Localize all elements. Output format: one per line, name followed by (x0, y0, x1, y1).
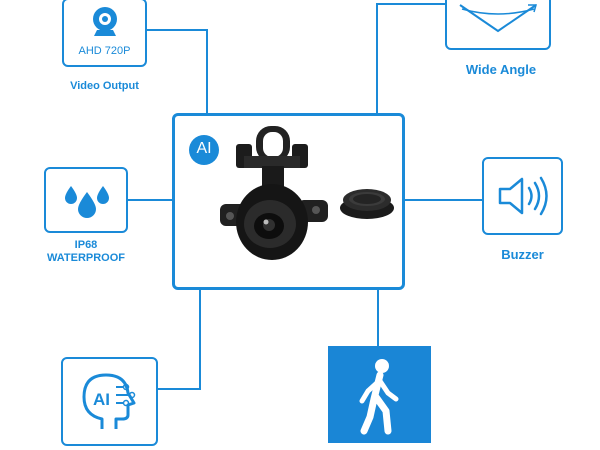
waterproof-box (44, 167, 128, 233)
connector-wide-angle-horizontal (378, 3, 446, 5)
video-output-badge: AHD 720P (78, 45, 131, 57)
waterproof-caption-line2: WATERPROOF (46, 252, 125, 264)
wide-angle-box (445, 0, 551, 50)
buzzer-device-image (340, 189, 394, 219)
video-output-box: AHD 720P (62, 0, 147, 67)
speaker-icon (498, 176, 548, 216)
ai-head-icon: AI (82, 373, 136, 429)
connector-video-output (146, 29, 208, 31)
connector-buzzer (404, 199, 482, 201)
connector-ai-horizontal (157, 388, 201, 390)
connector-wide-angle-vertical (376, 3, 378, 113)
waterproof-caption-line1: IP68 (74, 239, 98, 251)
connector-waterproof (127, 199, 172, 201)
walking-person-icon (359, 359, 399, 435)
camera-image (220, 126, 328, 260)
svg-text:AI: AI (93, 390, 110, 409)
connector-video-output-vertical (206, 29, 208, 113)
wide-angle-caption: Wide Angle (465, 62, 537, 77)
ai-box: AI (61, 357, 158, 446)
product-box: AI (172, 113, 405, 290)
connector-motion (377, 289, 379, 347)
motion-tile (328, 346, 431, 443)
ai-badge-text: AI (196, 140, 212, 157)
buzzer-caption: Buzzer (501, 247, 544, 262)
connector-ai-vertical (199, 289, 201, 390)
video-output-caption: Video Output (70, 80, 139, 92)
webcam-icon (93, 7, 117, 36)
wide-angle-icon (459, 4, 537, 33)
ai-badge (189, 135, 219, 165)
water-drops-icon (65, 186, 109, 218)
buzzer-box (482, 157, 563, 235)
